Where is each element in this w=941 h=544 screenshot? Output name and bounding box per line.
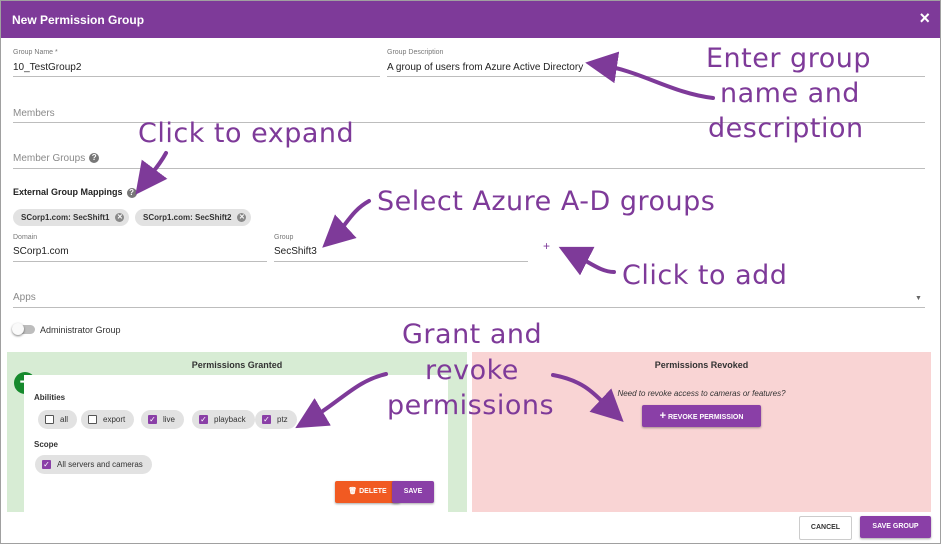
revoke-permission-button[interactable]: + REVOKE PERMISSION xyxy=(642,405,761,427)
member-groups-placeholder: Member Groups xyxy=(13,153,86,164)
ability-label: all xyxy=(60,415,69,424)
scope-chip-label: All servers and cameras xyxy=(57,460,143,469)
group-description-label: Group Description xyxy=(387,49,444,56)
ability-chip-playback[interactable]: ✓ playback xyxy=(192,410,255,429)
annotation-select-azure: Select Azure A-D groups xyxy=(377,186,716,217)
trash-icon: 🗑 xyxy=(348,488,358,495)
arrow-to-abilities xyxy=(295,372,388,429)
permissions-revoked-title: Permissions Revoked xyxy=(654,360,749,370)
administrator-group-label: Administrator Group xyxy=(40,325,121,335)
ability-label: playback xyxy=(214,415,246,424)
dialog-footer: CANCEL SAVE GROUP xyxy=(1,512,940,543)
help-icon[interactable]: ? xyxy=(126,187,137,198)
checkbox-checked-icon: ✓ xyxy=(262,415,271,424)
arrow-to-expand xyxy=(135,151,168,195)
checkbox-icon xyxy=(45,415,54,424)
arrow-to-group xyxy=(322,199,371,248)
arrow-to-description xyxy=(585,51,715,100)
annotation-enter-group-line2: name and xyxy=(720,78,860,109)
cancel-button[interactable]: CANCEL xyxy=(799,516,852,540)
domain-label: Domain xyxy=(13,234,38,241)
save-group-button[interactable]: SAVE GROUP xyxy=(860,516,931,538)
mapping-chip[interactable]: SCorp1.com: SecShift2 ✕ xyxy=(135,209,252,226)
arrow-to-revoke xyxy=(551,373,624,422)
scope-label: Scope xyxy=(34,440,59,449)
external-group-mappings-label: External Group Mappings xyxy=(13,187,123,197)
dialog-titlebar: New Permission Group × xyxy=(1,1,940,38)
revoke-permission-label: REVOKE PERMISSION xyxy=(667,414,744,421)
annotation-grant-line2: revoke xyxy=(425,355,519,386)
permission-card: Abilities all export ✓ live ✓ playback ✓ pt… xyxy=(24,375,448,512)
external-group-mappings-header[interactable]: External Group Mappings? xyxy=(13,187,137,198)
abilities-label: Abilities xyxy=(34,393,66,402)
checkbox-checked-icon: ✓ xyxy=(199,415,208,424)
annotation-click-expand: Click to expand xyxy=(138,118,355,149)
chevron-down-icon[interactable]: ▼ xyxy=(915,295,922,302)
annotation-enter-group-line1: Enter group xyxy=(706,43,871,74)
checkbox-checked-icon: ✓ xyxy=(42,460,51,469)
group-label: Group xyxy=(274,234,294,241)
help-icon[interactable]: ? xyxy=(89,153,100,164)
plus-icon: + xyxy=(659,410,666,422)
checkbox-checked-icon: ✓ xyxy=(148,415,157,424)
toggle-knob xyxy=(12,323,24,335)
member-groups-underline xyxy=(13,168,925,169)
remove-chip-icon[interactable]: ✕ xyxy=(115,213,125,222)
ability-label: live xyxy=(163,415,176,424)
ability-chip-export[interactable]: export xyxy=(81,410,135,429)
annotation-enter-group-line3: description xyxy=(708,113,864,144)
annotation-click-add: Click to add xyxy=(622,260,788,291)
arrow-to-add xyxy=(558,246,616,276)
delete-label: DELETE xyxy=(359,488,387,495)
mapping-chip[interactable]: SCorp1.com: SecShift1 ✕ xyxy=(13,209,130,226)
mapping-chip-label: SCorp1.com: SecShift1 xyxy=(21,213,110,222)
group-name-label: Group Name * xyxy=(13,49,58,56)
scope-chip[interactable]: ✓ All servers and cameras xyxy=(35,455,152,474)
annotation-grant-line1: Grant and xyxy=(402,319,543,350)
add-mapping-icon[interactable]: + xyxy=(543,239,551,253)
member-groups-input[interactable]: Member Groups? xyxy=(13,153,100,164)
ability-label: export xyxy=(103,415,126,424)
revoke-prompt: Need to revoke access to cameras or feat… xyxy=(617,389,786,398)
group-description-underline xyxy=(387,76,925,77)
permissions-revoked-panel: Permissions Revoked Need to revoke acces… xyxy=(472,352,931,512)
remove-chip-icon[interactable]: ✕ xyxy=(237,213,247,222)
mapping-chip-label: SCorp1.com: SecShift2 xyxy=(143,213,232,222)
apps-select[interactable]: Apps xyxy=(13,292,36,303)
group-input[interactable]: SecShift3 xyxy=(274,246,317,257)
ability-chip-live[interactable]: ✓ live xyxy=(141,410,185,429)
group-underline xyxy=(274,261,528,262)
group-name-input[interactable]: 10_TestGroup2 xyxy=(13,62,82,73)
dialog-title: New Permission Group xyxy=(12,13,145,27)
ability-chip-all[interactable]: all xyxy=(38,410,78,429)
permissions-granted-title: Permissions Granted xyxy=(191,360,283,370)
ability-label: ptz xyxy=(277,415,288,424)
delete-button[interactable]: 🗑 DELETE xyxy=(335,481,400,503)
group-name-underline xyxy=(13,76,380,77)
members-underline xyxy=(13,122,925,123)
save-permission-button[interactable]: SAVE xyxy=(392,481,434,503)
annotation-grant-line3: permissions xyxy=(387,390,555,421)
members-input[interactable]: Members xyxy=(13,108,55,119)
apps-underline xyxy=(13,307,925,308)
domain-input[interactable]: SCorp1.com xyxy=(13,246,69,257)
group-description-input[interactable]: A group of users from Azure Active Direc… xyxy=(387,62,584,73)
permissions-granted-panel: Permissions Granted + Abilities all expo… xyxy=(7,352,467,512)
ability-chip-ptz[interactable]: ✓ ptz xyxy=(255,410,297,429)
administrator-group-toggle[interactable] xyxy=(12,323,35,335)
domain-underline xyxy=(13,261,267,262)
close-icon[interactable]: × xyxy=(919,8,930,28)
checkbox-icon xyxy=(88,415,97,424)
